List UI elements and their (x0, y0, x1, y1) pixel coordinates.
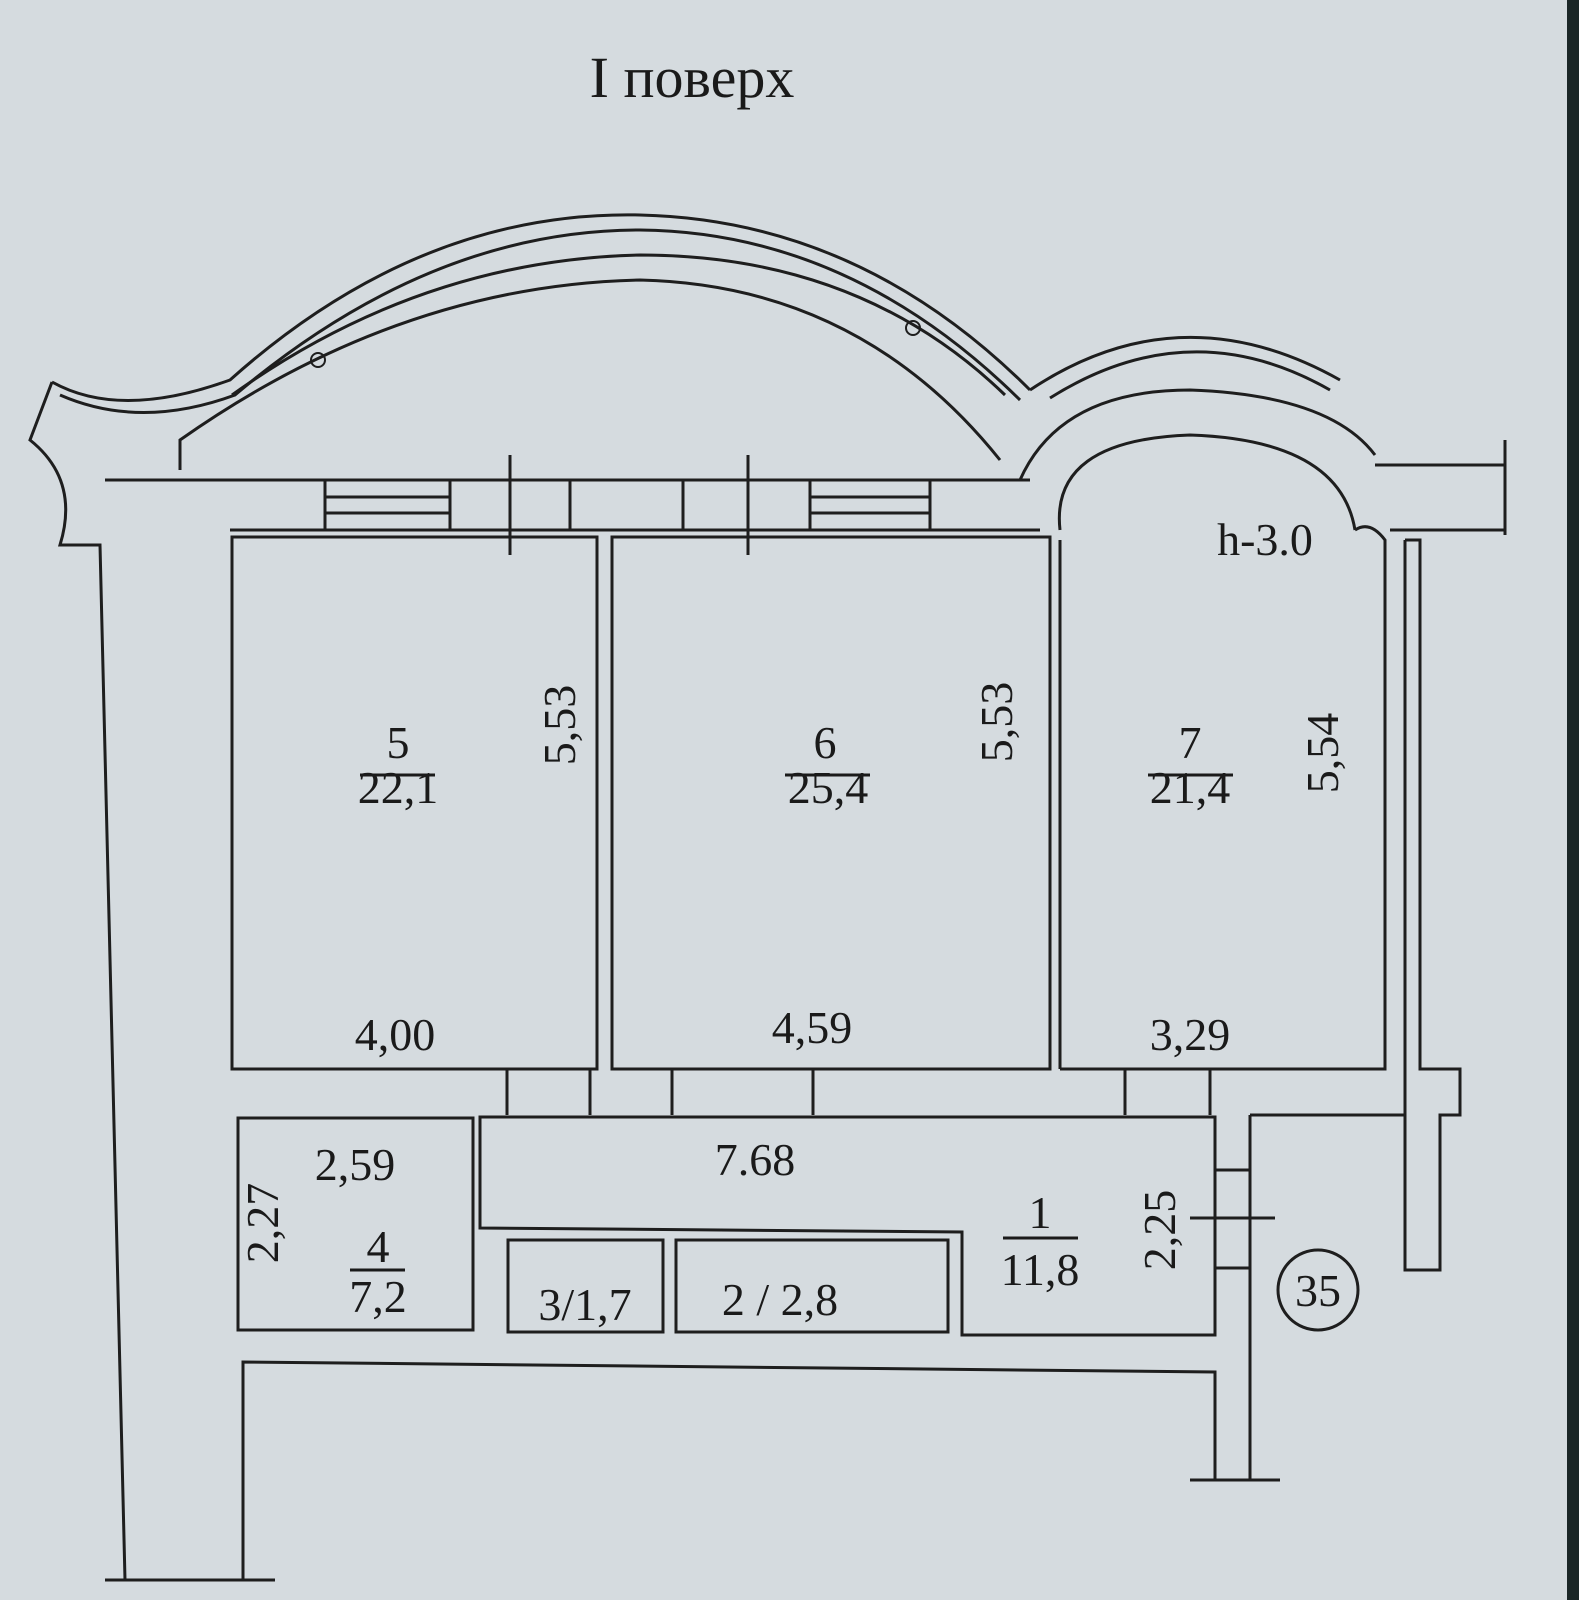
room-3-label: 3/1,7 (538, 1279, 631, 1330)
room-4-length: 2,27 (237, 1183, 288, 1264)
room-6-area: 25,4 (788, 762, 869, 813)
room-4-number: 4 (367, 1221, 390, 1272)
room-5-length: 5,53 (534, 685, 585, 766)
ceiling-height-note: h-3.0 (1217, 514, 1313, 565)
screen-edge (1567, 0, 1579, 1600)
room-4-width: 2,59 (315, 1139, 396, 1190)
room-6-length: 5,53 (971, 682, 1022, 763)
room-1-area: 11,8 (1001, 1244, 1080, 1295)
room-1: 7.68 1 11,8 2,25 (715, 1134, 1185, 1295)
room-4-area: 7,2 (349, 1271, 407, 1322)
room-2-label: 2 / 2,8 (722, 1274, 838, 1325)
room-7: 7 21,4 5,54 3,29 h-3.0 (1148, 514, 1348, 1060)
apartment-number-marker: 35 (1276, 1248, 1360, 1332)
room-5-area: 22,1 (358, 762, 439, 813)
room-7-width: 3,29 (1150, 1009, 1231, 1060)
room-7-length: 5,54 (1297, 713, 1348, 794)
room-7-number: 7 (1179, 717, 1202, 768)
apartment-number: 35 (1295, 1265, 1341, 1316)
room-1-width: 7.68 (715, 1134, 796, 1185)
room-6-number: 6 (814, 717, 837, 768)
room-5-width: 4,00 (355, 1009, 436, 1060)
room-1-number: 1 (1029, 1187, 1052, 1238)
room-6: 6 25,4 5,53 4,59 (772, 682, 1022, 1053)
walls (28, 213, 1507, 1582)
room-4: 2,59 2,27 4 7,2 (237, 1139, 407, 1322)
room-5-number: 5 (387, 717, 410, 768)
floor-title: I поверх (590, 45, 795, 110)
room-5: 5 22,1 5,53 4,00 (355, 685, 585, 1060)
room-1-length: 2,25 (1134, 1190, 1185, 1271)
room-7-area: 21,4 (1150, 762, 1231, 813)
room-6-width: 4,59 (772, 1002, 853, 1053)
